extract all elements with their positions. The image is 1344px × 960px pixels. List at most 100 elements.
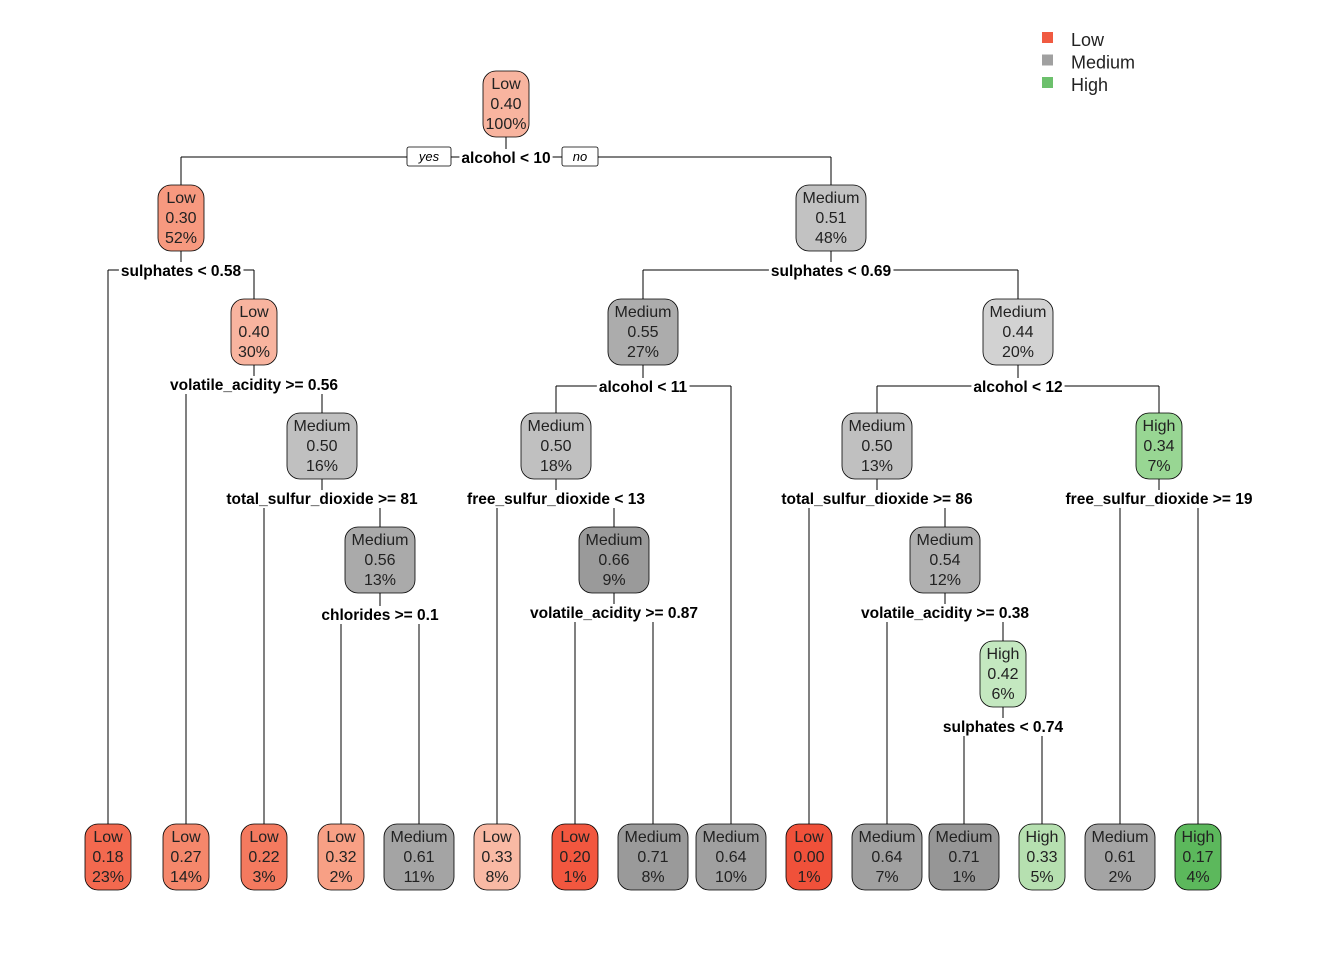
node-class: Medium	[936, 829, 993, 846]
node-probability: 0.22	[248, 849, 279, 866]
node-probability: 0.20	[559, 849, 590, 866]
node-percent: 11%	[404, 869, 435, 886]
split-label: alcohol < 10	[461, 150, 550, 167]
node-box	[551, 823, 599, 891]
node-box	[841, 412, 913, 480]
split-label-bg	[779, 491, 975, 508]
legend-label: High	[1071, 75, 1108, 95]
node-percent: 10%	[715, 869, 747, 886]
node-box	[84, 823, 132, 891]
node-percent: 27%	[627, 344, 659, 361]
node-class: Medium	[803, 190, 860, 207]
split-label: total_sulfur_dioxide >= 81	[226, 491, 418, 508]
node-class: Medium	[703, 829, 760, 846]
node-box	[578, 526, 650, 594]
node-percent: 16%	[306, 458, 338, 475]
legend-label: Low	[1071, 30, 1105, 50]
node-box	[928, 823, 1000, 891]
leaf-node: Low 0.20 1%	[551, 823, 599, 891]
node-percent: 20%	[1002, 344, 1034, 361]
node-probability: 0.34	[1143, 438, 1174, 455]
node-box	[162, 823, 210, 891]
node-class: Low	[166, 190, 196, 207]
node-percent: 3%	[252, 869, 275, 886]
node-percent: 7%	[875, 869, 898, 886]
node-class: Medium	[1092, 829, 1149, 846]
node-box	[617, 823, 689, 891]
split-label-bg	[459, 150, 553, 167]
node-probability: 0.66	[598, 552, 629, 569]
tree-node: Low 0.40 30%	[230, 298, 278, 366]
node-box	[982, 298, 1054, 366]
node-probability: 0.64	[871, 849, 902, 866]
node-percent: 4%	[1186, 869, 1209, 886]
node-class: Medium	[615, 304, 672, 321]
split-label: alcohol < 11	[599, 379, 688, 396]
leaf-node: Medium 0.71 8%	[617, 823, 689, 891]
node-class: Low	[239, 304, 269, 321]
node-percent: 1%	[563, 869, 586, 886]
node-probability: 0.71	[948, 849, 979, 866]
node-probability: 0.00	[793, 849, 824, 866]
node-percent: 7%	[1147, 458, 1170, 475]
node-probability: 0.71	[637, 849, 668, 866]
node-probability: 0.64	[715, 849, 746, 866]
split-label: sulphates < 0.69	[771, 263, 892, 280]
split-label: sulphates < 0.74	[943, 719, 1064, 736]
node-class: High	[1026, 829, 1059, 846]
node-class: Medium	[625, 829, 682, 846]
node-class: Low	[560, 829, 590, 846]
node-box	[240, 823, 288, 891]
node-percent: 2%	[329, 869, 352, 886]
node-box	[909, 526, 981, 594]
no-branch-box	[561, 146, 599, 167]
node-class: Low	[249, 829, 279, 846]
node-probability: 0.44	[1002, 324, 1033, 341]
node-probability: 0.40	[238, 324, 269, 341]
node-box	[482, 70, 530, 138]
node-percent: 1%	[952, 869, 975, 886]
node-class: Medium	[917, 532, 974, 549]
node-percent: 18%	[540, 458, 572, 475]
node-percent: 23%	[92, 869, 124, 886]
split-label-bg	[940, 719, 1066, 736]
split-label: volatile_acidity >= 0.56	[170, 377, 338, 394]
split-label: total_sulfur_dioxide >= 86	[781, 491, 973, 508]
node-probability: 0.32	[325, 849, 356, 866]
node-probability: 0.33	[481, 849, 512, 866]
leaf-node: Low 0.22 3%	[240, 823, 288, 891]
node-percent: 52%	[165, 230, 197, 247]
node-box	[157, 184, 205, 252]
split-label-bg	[319, 607, 441, 624]
node-box	[1135, 412, 1183, 480]
split-label-bg	[1063, 491, 1255, 508]
node-percent: 30%	[238, 344, 270, 361]
node-probability: 0.18	[92, 849, 123, 866]
node-box	[607, 298, 679, 366]
node-class: Low	[491, 76, 521, 93]
node-class: Medium	[528, 418, 585, 435]
node-class: Medium	[859, 829, 916, 846]
split-label: volatile_acidity >= 0.38	[861, 605, 1029, 622]
node-percent: 8%	[641, 869, 664, 886]
node-probability: 0.50	[306, 438, 337, 455]
leaf-node: Medium 0.64 7%	[851, 823, 923, 891]
node-box	[383, 823, 455, 891]
node-probability: 0.17	[1182, 849, 1213, 866]
no-branch-label: no	[573, 149, 587, 164]
split-label-bg	[596, 379, 690, 396]
